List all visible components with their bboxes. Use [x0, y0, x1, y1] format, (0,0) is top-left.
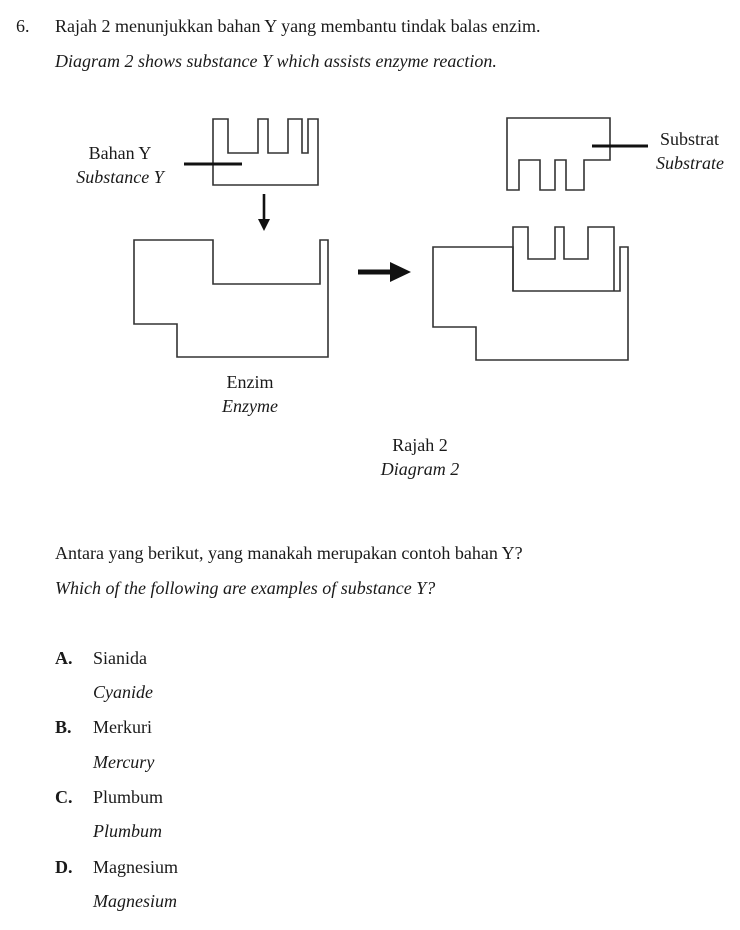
option-text-en: Magnesium: [93, 891, 177, 911]
label-enzyme-ms: Enzim: [226, 372, 274, 392]
prompt-text-en: Which of the following are examples of s…: [55, 578, 436, 598]
label-substrate-ms: Substrat: [660, 129, 720, 149]
label-enzyme-en: Enzyme: [222, 396, 278, 416]
label-substance-en: Substance Y: [76, 167, 164, 187]
question-number: 6.: [16, 16, 30, 36]
option-text-en: Cyanide: [93, 682, 153, 702]
option-letter: C.: [55, 787, 73, 807]
option-text-ms: Magnesium: [93, 857, 178, 877]
question-text-en: Diagram 2 shows substance Y which assist…: [55, 51, 497, 71]
bound-substance-y-shape: [512, 226, 615, 291]
substance-y-shape: [212, 118, 319, 186]
option-text-en: Mercury: [93, 752, 155, 772]
option-text-ms: Sianida: [93, 648, 147, 668]
enzyme-shape-right: [432, 246, 629, 361]
option-text-ms: Merkuri: [93, 717, 152, 737]
diagram-caption-ms: Rajah 2: [392, 435, 448, 455]
option-text-ms: Plumbum: [93, 787, 164, 807]
question-text-ms: Rajah 2 menunjukkan bahan Y yang membant…: [55, 16, 541, 36]
diagram-caption-en: Diagram 2: [380, 459, 460, 479]
right-arrow-icon: [358, 262, 411, 282]
substrate-shape: [506, 117, 611, 191]
label-substrate-en: Substrate: [656, 153, 725, 173]
option-letter: B.: [55, 717, 72, 737]
option-text-en: Plumbum: [93, 821, 162, 841]
label-substance-ms: Bahan Y: [88, 143, 152, 163]
option-letter: A.: [55, 648, 73, 668]
option-letter: D.: [55, 857, 73, 877]
down-arrow-icon: [258, 194, 270, 231]
prompt-text-ms: Antara yang berikut, yang manakah merupa…: [55, 543, 523, 563]
enzyme-shape-left: [133, 239, 329, 358]
